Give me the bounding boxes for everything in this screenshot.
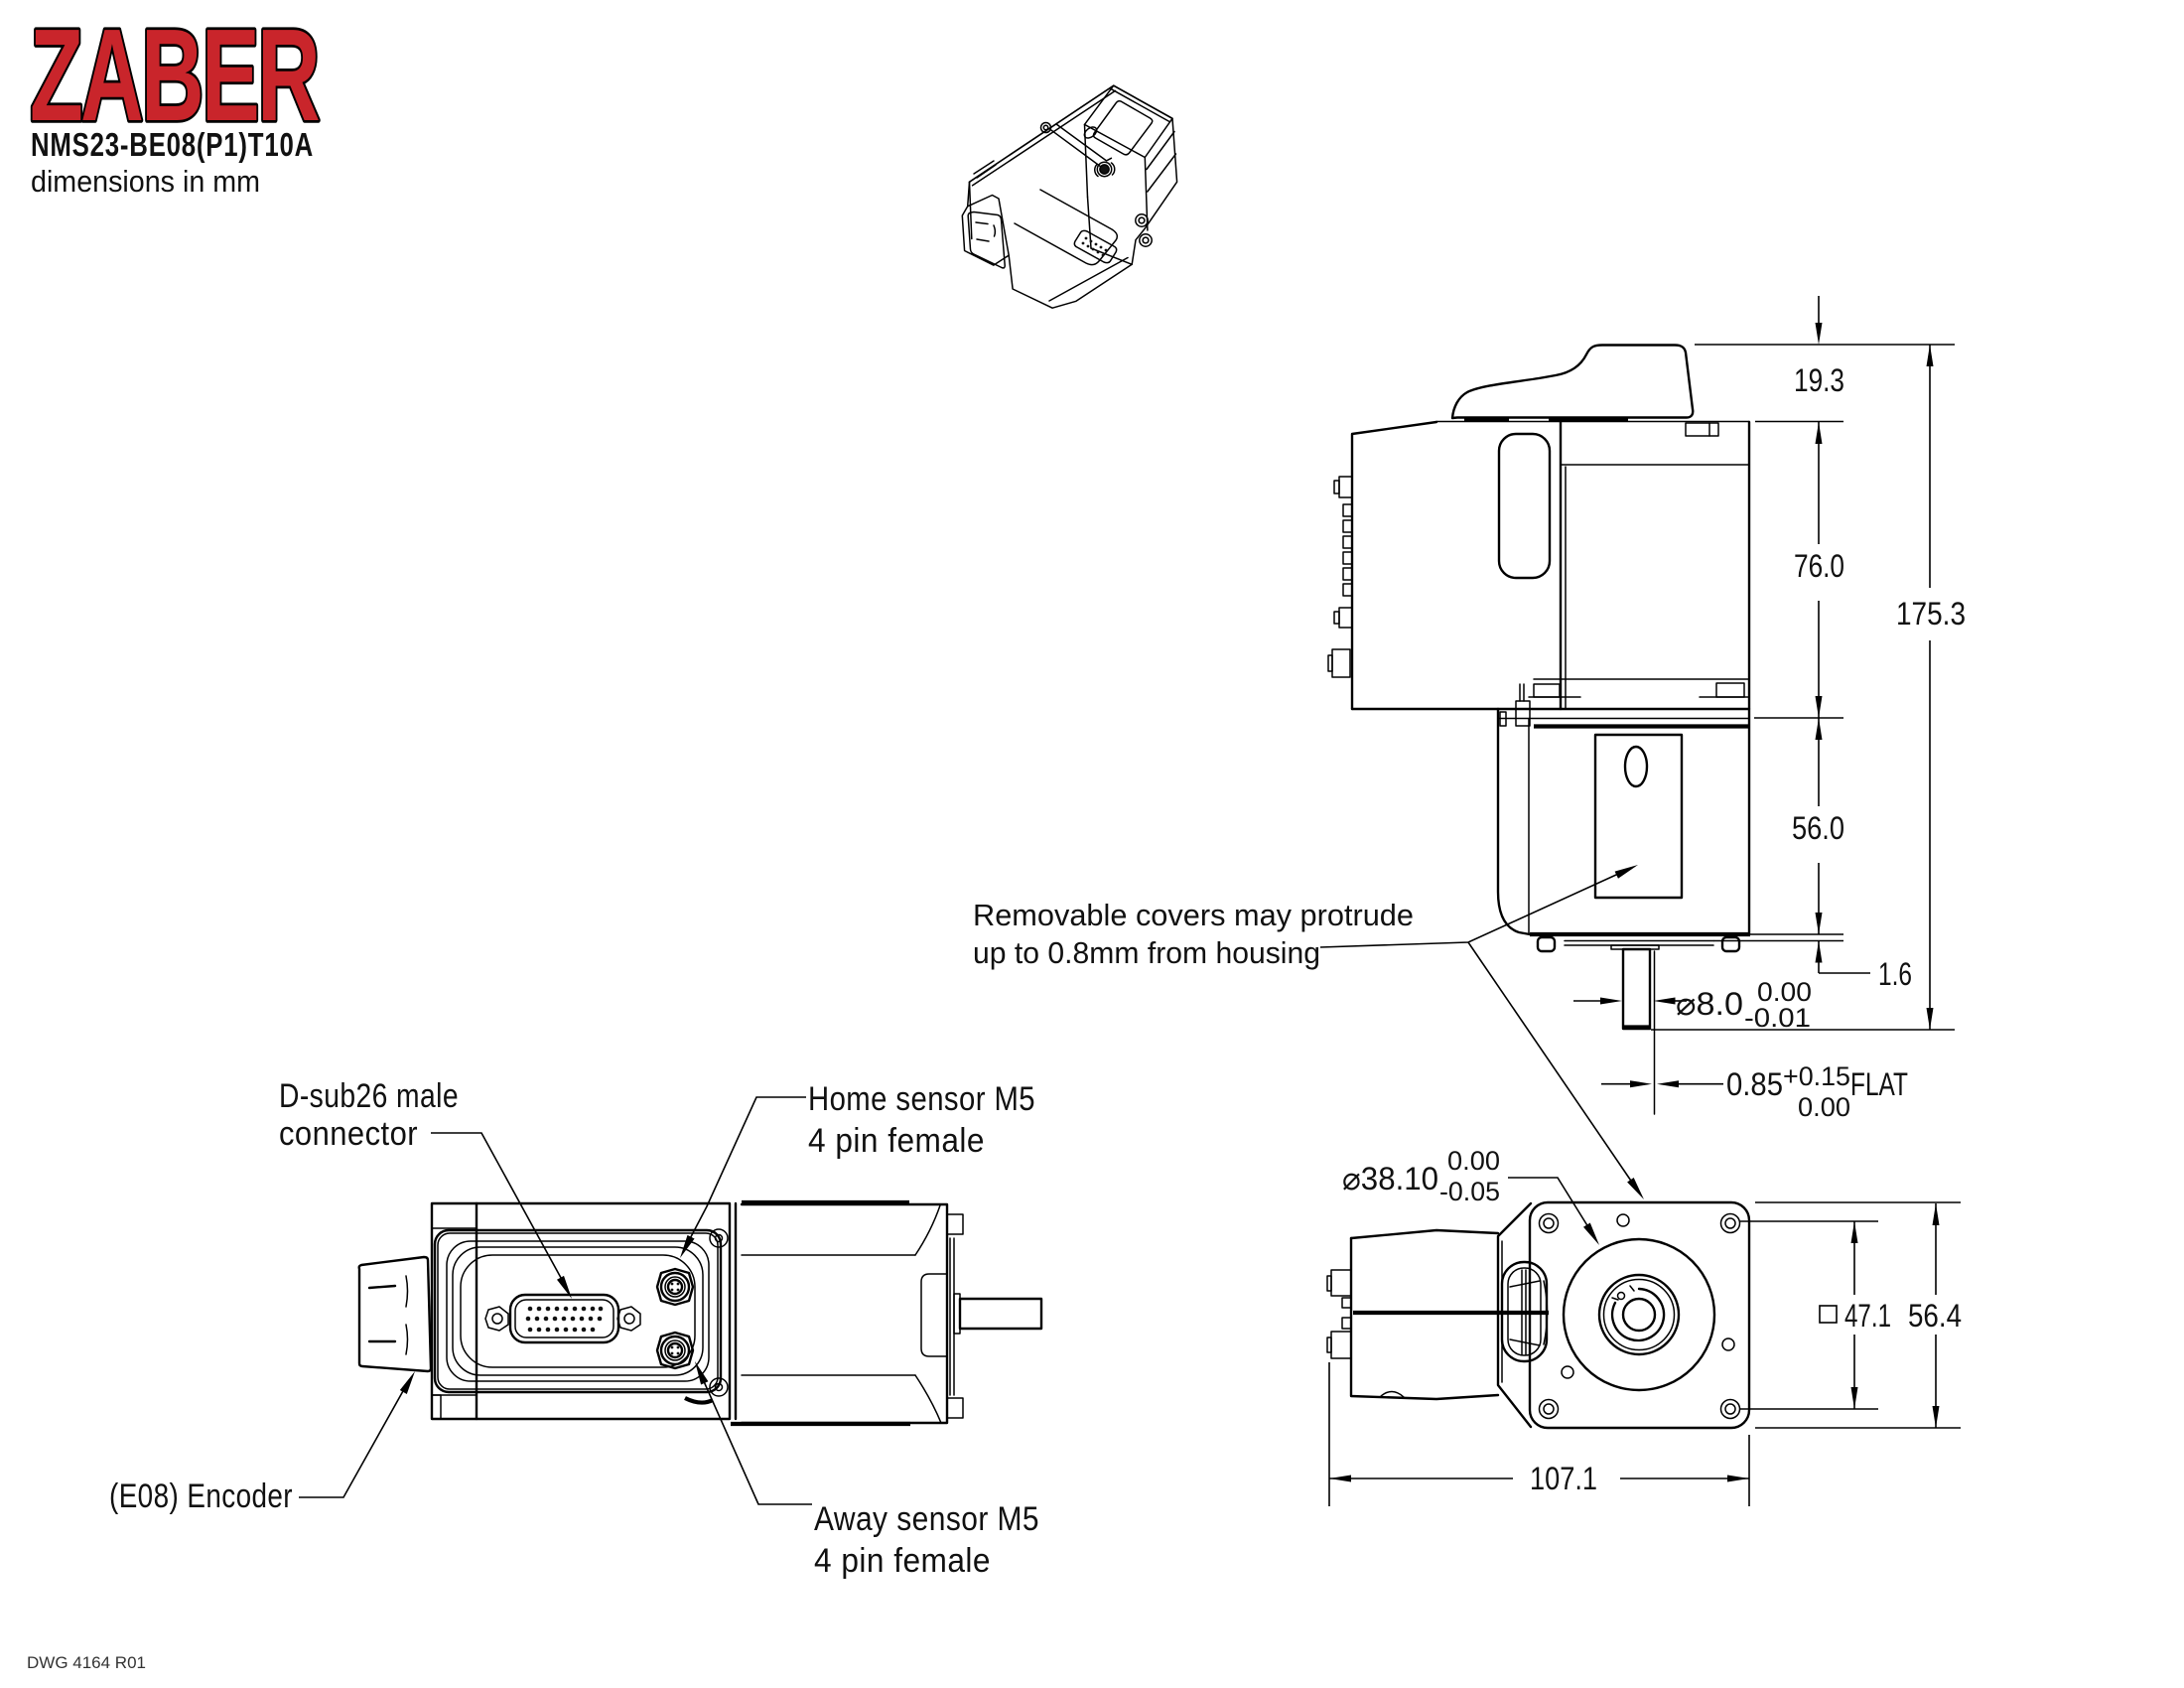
svg-text:DWG 4164 R01: DWG 4164 R01 xyxy=(27,1653,146,1672)
svg-text:up to 0.8mm from housing: up to 0.8mm from housing xyxy=(973,935,1320,970)
svg-text:47.1: 47.1 xyxy=(1844,1298,1891,1334)
svg-text:0.00: 0.00 xyxy=(1798,1092,1850,1122)
svg-text:19.3: 19.3 xyxy=(1794,362,1844,398)
svg-text:107.1: 107.1 xyxy=(1530,1461,1597,1496)
svg-text:56.0: 56.0 xyxy=(1792,810,1844,846)
svg-text:56.4: 56.4 xyxy=(1908,1298,1962,1334)
svg-text:Removable covers may protrude: Removable covers may protrude xyxy=(973,898,1414,932)
svg-text:FLAT: FLAT xyxy=(1850,1066,1908,1102)
svg-text:0.00: 0.00 xyxy=(1757,977,1812,1007)
svg-text:(E08) Encoder: (E08) Encoder xyxy=(109,1477,293,1515)
svg-text:0.85: 0.85 xyxy=(1726,1066,1783,1102)
svg-text:Away sensor M5: Away sensor M5 xyxy=(814,1500,1039,1538)
svg-text:0.00: 0.00 xyxy=(1447,1146,1500,1176)
svg-text:175.3: 175.3 xyxy=(1896,596,1966,632)
svg-text:⌀8.0: ⌀8.0 xyxy=(1676,986,1743,1022)
svg-text:⌀38.10: ⌀38.10 xyxy=(1342,1161,1438,1196)
svg-text:ZABER: ZABER xyxy=(30,2,319,148)
svg-text:-0.05: -0.05 xyxy=(1439,1177,1500,1206)
svg-text:1.6: 1.6 xyxy=(1878,956,1912,992)
svg-text:-0.01: -0.01 xyxy=(1744,1003,1811,1033)
svg-text:Home sensor M5: Home sensor M5 xyxy=(808,1080,1035,1118)
svg-text:D-sub26 male: D-sub26 male xyxy=(279,1077,459,1115)
svg-text:connector: connector xyxy=(279,1115,418,1153)
svg-text:dimensions in mm: dimensions in mm xyxy=(31,164,260,199)
svg-text:+0.15: +0.15 xyxy=(1783,1061,1850,1091)
svg-text:4 pin female: 4 pin female xyxy=(808,1122,985,1160)
svg-text:NMS23-BE08(P1)T10A: NMS23-BE08(P1)T10A xyxy=(31,126,314,163)
svg-text:4 pin female: 4 pin female xyxy=(814,1542,991,1580)
svg-text:76.0: 76.0 xyxy=(1794,548,1844,584)
